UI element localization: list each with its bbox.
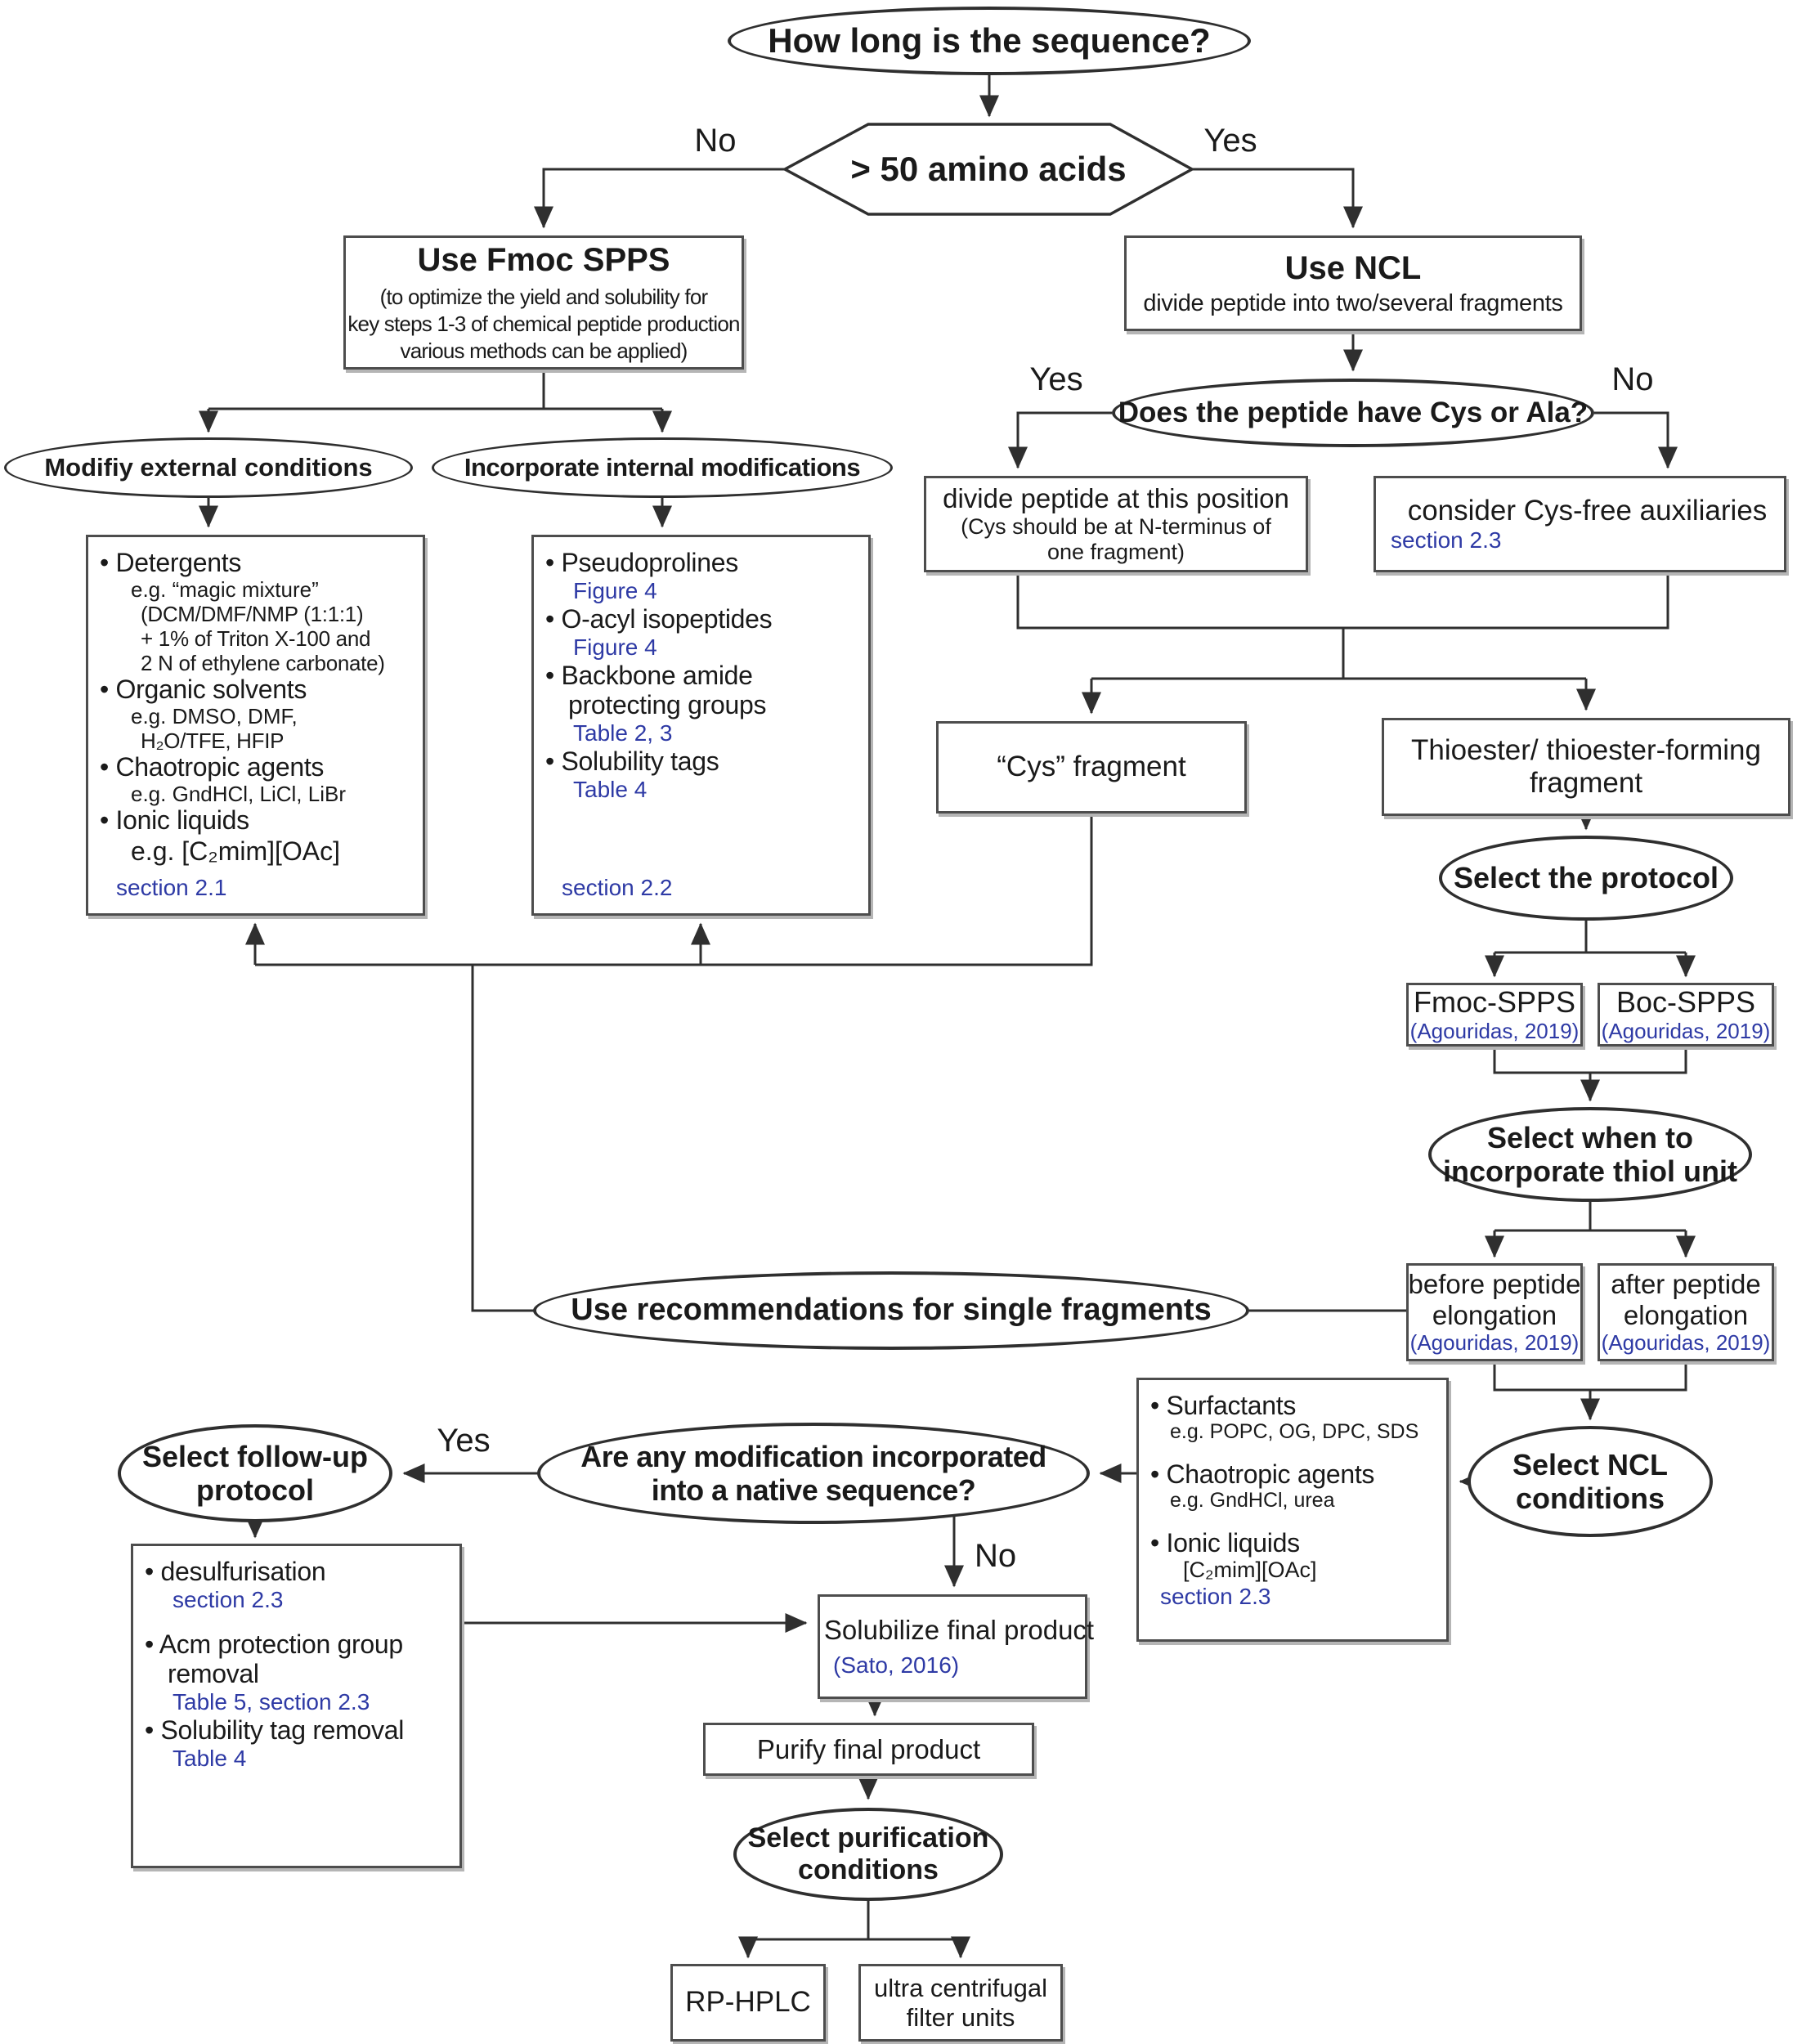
box-use-ncl-title: Use NCL — [1284, 249, 1422, 286]
box-use-ncl-subtitle: divide peptide into two/several fragment… — [1143, 289, 1563, 316]
box-ncl-conditions-options: • Surfactants e.g. POPC, OG, DPC, SDS • … — [1136, 1378, 1449, 1642]
box-followup-options: • desulfurisation section 2.3 • Acm prot… — [131, 1544, 462, 1868]
branch-label-yes-length: Yes — [1203, 123, 1257, 159]
ellipse-select-ncl-conditions: Select NCL conditions — [1468, 1426, 1713, 1537]
box-rp-hplc: RP-HPLC — [670, 1964, 826, 2042]
reference-figure-4-pseudoprolines[interactable]: Figure 4 — [573, 578, 657, 603]
box-use-ncl: Use NCL divide peptide into two/several … — [1124, 235, 1582, 331]
branch-label-no-cys: No — [1611, 361, 1654, 397]
box-use-fmoc-spps-title: Use Fmoc SPPS — [417, 241, 670, 278]
reference-section-2-3-aux[interactable]: section 2.3 — [1391, 527, 1502, 554]
branch-label-no-modification: No — [975, 1538, 1017, 1574]
flow-connectors — [199, 74, 1696, 1959]
ellipse-select-protocol: Select the protocol — [1439, 836, 1733, 921]
box-fmoc-spps-protocol: Fmoc-SPPS (Agouridas, 2019) — [1406, 983, 1583, 1047]
ellipse-modify-external-conditions: Modifiy external conditions — [4, 437, 413, 498]
reference-agouridas-after[interactable]: (Agouridas, 2019) — [1601, 1329, 1771, 1355]
ellipse-select-thiol-timing: Select when to incorporate thiol unit — [1428, 1107, 1752, 1202]
reference-sato-2016[interactable]: (Sato, 2016) — [833, 1652, 960, 1678]
ellipse-single-fragment-recommendations: Use recommendations for single fragments — [533, 1271, 1249, 1350]
reference-agouridas-before[interactable]: (Agouridas, 2019) — [1409, 1329, 1580, 1355]
question-sequence-length: How long is the sequence? — [728, 7, 1251, 75]
ellipse-select-purification-conditions: Select purification conditions — [733, 1808, 1003, 1901]
box-after-elongation: after peptide elongation (Agouridas, 201… — [1598, 1263, 1774, 1361]
reference-section-2-3-desulf[interactable]: section 2.3 — [173, 1587, 284, 1612]
reference-table-4-tags[interactable]: Table 4 — [573, 777, 648, 802]
box-internal-modifications-options: • Pseudoprolines Figure 4 • O-acyl isope… — [531, 535, 871, 916]
reference-section-2-1[interactable]: section 2.1 — [116, 875, 227, 900]
box-consider-cys-free-auxiliaries: consider Cys-free auxiliaries section 2.… — [1374, 476, 1786, 572]
box-cys-fragment: “Cys” fragment — [936, 721, 1247, 814]
decision-amino-acids: > 50 amino acids — [785, 139, 1192, 199]
box-solubilize-final-product: Solubilize final product (Sato, 2016) — [818, 1594, 1094, 1699]
box-external-conditions-options: • Detergents e.g. “magic mixture” (DCM/D… — [86, 535, 425, 916]
branch-label-yes-modification: Yes — [437, 1423, 491, 1459]
decision-amino-acids-label: > 50 amino acids — [850, 149, 1127, 188]
reference-agouridas-fmoc[interactable]: (Agouridas, 2019) — [1409, 1018, 1580, 1043]
question-sequence-length-label: How long is the sequence? — [768, 20, 1211, 60]
reference-section-2-3-ncl[interactable]: section 2.3 — [1160, 1583, 1271, 1609]
branch-label-yes-cys: Yes — [1029, 361, 1083, 397]
box-purify-final-product: Purify final product — [703, 1723, 1034, 1776]
question-modification-native: Are any modification incorporated into a… — [537, 1423, 1090, 1524]
box-ultra-centrifugal-filter: ultra centrifugal filter units — [858, 1964, 1063, 2042]
ellipse-incorporate-internal-modifications: Incorporate internal modifications — [432, 437, 893, 498]
question-cys-or-ala: Does the peptide have Cys or Ala? — [1112, 379, 1594, 447]
reference-agouridas-boc[interactable]: (Agouridas, 2019) — [1601, 1018, 1771, 1043]
reference-section-2-2[interactable]: section 2.2 — [562, 875, 673, 900]
branch-label-no-length: No — [694, 123, 737, 159]
box-thioester-fragment: Thioester/ thioester-forming fragment — [1382, 718, 1790, 816]
box-before-elongation: before peptide elongation (Agouridas, 20… — [1406, 1263, 1583, 1361]
reference-table-5-section-2-3[interactable]: Table 5, section 2.3 — [173, 1689, 370, 1715]
box-use-fmoc-spps: Use Fmoc SPPS (to optimize the yield and… — [343, 235, 744, 370]
ellipse-select-followup-protocol: Select follow-up protocol — [118, 1424, 392, 1522]
box-divide-peptide-position: divide peptide at this position (Cys sho… — [924, 476, 1308, 572]
box-boc-spps-protocol: Boc-SPPS (Agouridas, 2019) — [1598, 983, 1774, 1047]
reference-figure-4-isopeptides[interactable]: Figure 4 — [573, 634, 657, 660]
reference-table-2-3[interactable]: Table 2, 3 — [573, 720, 673, 746]
reference-table-4-removal[interactable]: Table 4 — [173, 1746, 247, 1771]
